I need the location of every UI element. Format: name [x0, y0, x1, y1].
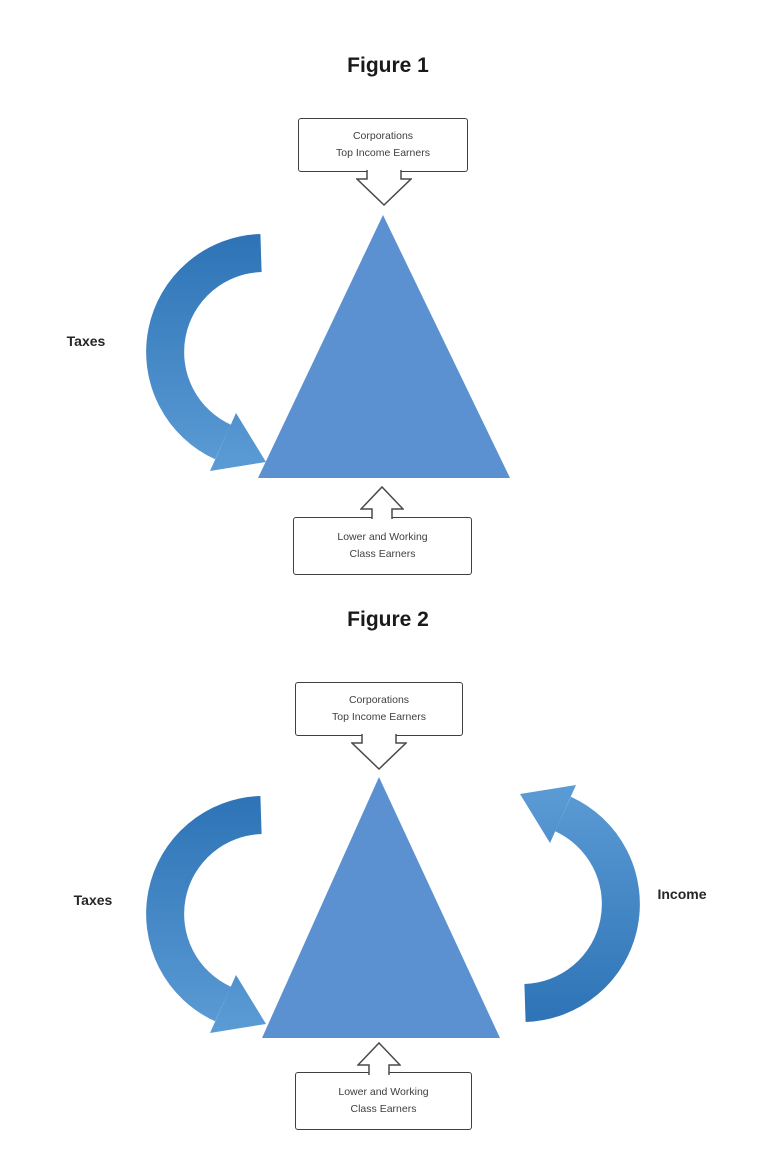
- down-arrow-icon: [351, 734, 407, 770]
- taxes-curved-arrow: [146, 796, 266, 1033]
- lower-class-box-line2: Class Earners: [350, 1102, 417, 1115]
- corporations-box-line2: Top Income Earners: [336, 146, 430, 159]
- pyramid-triangle: [258, 215, 510, 478]
- figure2-lower-class-box: Lower and Working Class Earners: [295, 1072, 472, 1130]
- figure2-title: Figure 2: [347, 608, 429, 631]
- corporations-box-line1: Corporations: [352, 129, 414, 142]
- figure1-title: Figure 1: [347, 54, 429, 77]
- figure1-corporations-box: Corporations Top Income Earners: [298, 118, 468, 172]
- taxes-curved-arrow: [146, 234, 266, 471]
- figure2-income-label: Income: [657, 886, 707, 902]
- figure2-taxes-label: Taxes: [73, 892, 113, 908]
- up-arrow-icon: [357, 1041, 401, 1075]
- pyramid-triangle: [262, 777, 500, 1038]
- figure1-lower-class-box: Lower and Working Class Earners: [293, 517, 472, 575]
- figure2-corporations-box: Corporations Top Income Earners: [295, 682, 463, 736]
- down-arrow-icon: [356, 170, 412, 206]
- lower-class-box-line1: Lower and Working: [337, 530, 428, 543]
- income-curved-arrow: [520, 785, 640, 1022]
- lower-class-box-line1: Lower and Working: [338, 1085, 429, 1098]
- figure1-taxes-label: Taxes: [66, 333, 106, 349]
- lower-class-box-line2: Class Earners: [349, 547, 416, 560]
- up-arrow-icon: [360, 485, 404, 519]
- corporations-box-line1: Corporations: [348, 693, 410, 706]
- corporations-box-line2: Top Income Earners: [332, 710, 426, 723]
